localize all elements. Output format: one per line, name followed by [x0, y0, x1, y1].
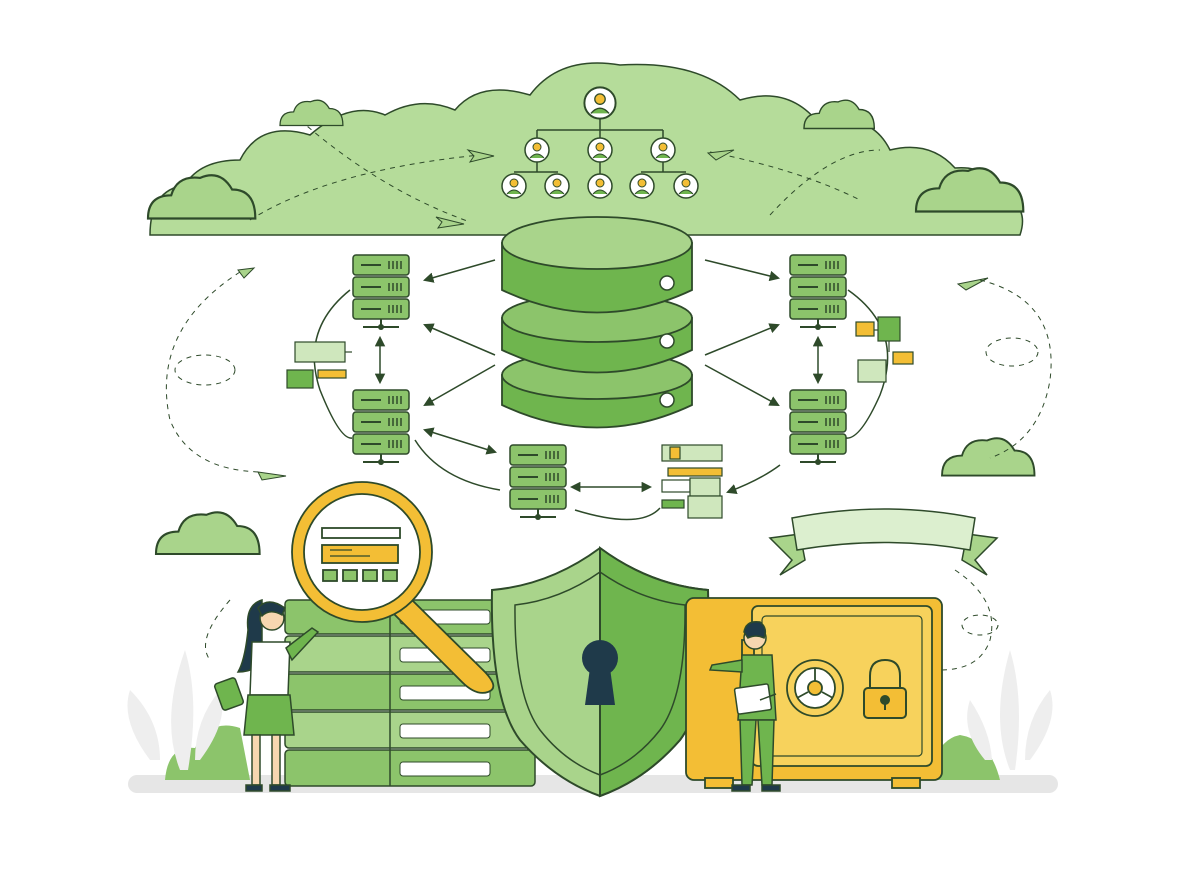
safe-dial — [786, 659, 844, 717]
data-panels — [286, 316, 914, 519]
main-cloud — [149, 62, 1024, 236]
padlock-icon — [863, 658, 907, 719]
ribbon-banner-icon — [768, 508, 999, 576]
connection-arrows — [313, 259, 889, 521]
shield-lock-icon — [490, 546, 710, 798]
man-figure — [708, 620, 781, 792]
leaf-decor — [127, 650, 1053, 770]
magnifier-icon — [291, 481, 495, 694]
woman-figure — [213, 598, 320, 792]
database-icon — [501, 216, 693, 429]
org-chart-icon — [501, 86, 699, 199]
paper-plane-icon — [237, 149, 989, 481]
dashed-paths — [165, 271, 1052, 671]
